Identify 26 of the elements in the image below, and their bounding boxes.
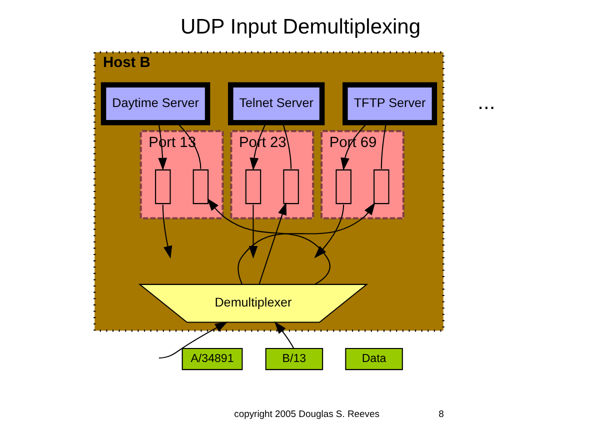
connector bbox=[176, 122, 201, 169]
node-queue bbox=[154, 169, 170, 204]
node-queue bbox=[244, 169, 261, 204]
node-queue bbox=[335, 169, 351, 204]
node-box: TFTP Server bbox=[342, 82, 437, 126]
arrow bbox=[158, 322, 228, 358]
label: ... bbox=[477, 91, 495, 114]
node-box: Daytime Server bbox=[100, 82, 210, 126]
node-queue bbox=[192, 169, 208, 204]
node-queue bbox=[373, 169, 389, 204]
arrow bbox=[274, 321, 294, 349]
arrow bbox=[206, 198, 330, 285]
node-box: B/13 bbox=[264, 348, 323, 370]
node-box: Telnet Server bbox=[228, 82, 324, 126]
node-box: Data bbox=[344, 348, 402, 370]
connector bbox=[380, 122, 386, 169]
node-box: A/34891 bbox=[181, 348, 242, 370]
arrow bbox=[237, 202, 375, 284]
arrow bbox=[248, 204, 258, 259]
arrow bbox=[258, 202, 286, 284]
arrow bbox=[162, 204, 172, 259]
label: copyright 2005 Douglas S. Reeves bbox=[234, 409, 379, 420]
node-queue bbox=[282, 169, 298, 204]
diagram-title: UDP Input Demultiplexing bbox=[180, 15, 420, 38]
label: 8 bbox=[438, 409, 444, 420]
connector bbox=[282, 122, 292, 169]
